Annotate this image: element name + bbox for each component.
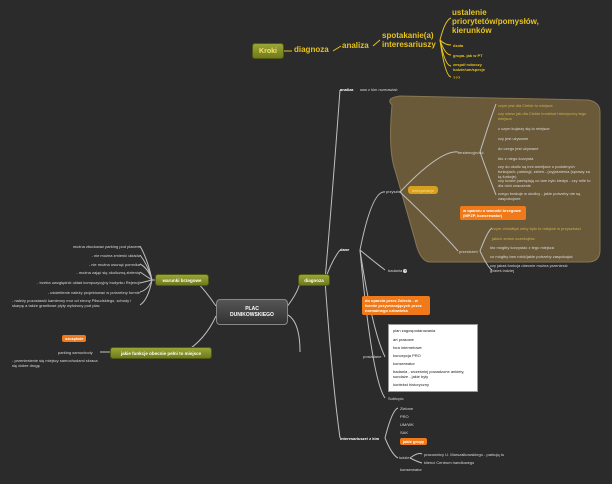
callout-warunki[interactable]: w oparciu o warunki brzegowe (MPZP, kons…: [460, 206, 526, 220]
condition-item: - należy pozostawić kamienny mur od stro…: [12, 298, 132, 308]
diagnoza-node[interactable]: diagnoza: [298, 274, 330, 286]
header-ustalenie-1[interactable]: ustalenie: [452, 8, 487, 17]
tendencyjnosc-node[interactable]: tendencyjność: [458, 150, 484, 155]
future-item: czym chciałbyś żeby było to miejsce w pr…: [492, 226, 581, 231]
question-item: kto z niego korzysta: [498, 156, 534, 161]
central-line-2: DUNIKOWSKIEGO: [230, 312, 274, 318]
ludzie-item: pracownicy U. Marszałkowskiego - parkują…: [424, 452, 505, 457]
stakeholder-item: Zielone: [400, 406, 414, 411]
dane-node[interactable]: dane: [340, 247, 350, 252]
interesariusze-node[interactable]: interesariusze/ z kim: [340, 436, 380, 441]
question-item: do czego jest używane: [498, 146, 539, 151]
parking-child: - przeniesienie się miejscy samochodami …: [12, 358, 98, 368]
question-item: czy ludzie pamiętają co tam było kiedyś …: [498, 178, 591, 188]
condition-item: - uświetlenie należy projektować w potrz…: [47, 290, 140, 295]
condition-item: - nie można zmienić układu: [91, 253, 140, 258]
posiadane-list: plan zagospodarowania art prasowe fora i…: [388, 324, 478, 392]
posiadane-item: kontekst historyczny: [393, 382, 430, 387]
parking-node[interactable]: parking samochody: [58, 350, 93, 355]
question-item: czego brakuje w okolicy - jakie potrzeby…: [498, 191, 581, 201]
kroki-node[interactable]: Kroki: [252, 43, 284, 59]
ludzie-item: klienci Centrum handlowego: [424, 460, 475, 465]
callout-jakie-grupy[interactable]: jakie grupy: [400, 438, 428, 445]
header-sub-item: grupa- jak w PT: [453, 53, 483, 58]
header-ustalenie-2[interactable]: priorytetów/pomysłów,: [452, 17, 539, 26]
posiadane-item: art prasowe: [393, 337, 414, 342]
plus-icon[interactable]: +: [403, 268, 408, 273]
condition-item: można zbudować parking pod placem: [72, 244, 140, 249]
posiadane-item: fora internetowe: [393, 345, 422, 350]
posiadane-item: badania - wcześniej powadzone ankiety, s…: [393, 369, 465, 379]
future-item: jakich zmian oczekujesz: [492, 236, 535, 241]
analiza-node[interactable]: analiza: [340, 87, 354, 92]
stakeholder-item: PRO: [400, 414, 409, 419]
question-item: czy wiesz jak dla Ciebie kontekst histor…: [498, 111, 587, 121]
question-item: czym jest dla Ciebie to miejsce: [498, 103, 553, 108]
header-analiza[interactable]: analiza: [342, 41, 369, 50]
central-topic[interactable]: PLAC DUNIKOWSKIEGO: [216, 299, 288, 325]
future-item: czy jakaś funkcja obecnie można przenies…: [490, 263, 568, 273]
condition-item: - trzeba uwzględnić układ kompozycyjny b…: [37, 280, 140, 285]
callout-szczescie[interactable]: szczęście: [62, 335, 87, 342]
badania-node[interactable]: badania +: [388, 268, 408, 273]
header-sub-item: dzoła: [453, 43, 464, 48]
subtopic-node[interactable]: Subtopic: [388, 396, 404, 401]
konserwator-node[interactable]: konserwator: [400, 467, 422, 472]
callout-zalecia[interactable]: do oparcia przez Zalecia - w formie przy…: [362, 296, 430, 315]
condition-item: - można zająć się okoliczną zielenią: [76, 270, 140, 275]
ludzie-node[interactable]: ludzie: [399, 455, 410, 460]
warunki-node[interactable]: warunki brzegowe: [155, 274, 209, 286]
condition-item: - nie można usunąć pomnika: [88, 262, 140, 267]
posiadane-item: plan zagospodarowania: [393, 328, 436, 333]
header-diagnoza[interactable]: diagnoza: [294, 45, 329, 54]
questions-cloud: [389, 95, 601, 263]
future-item: kto mógłby korzystać z tego miejsca: [490, 245, 555, 250]
stakeholder-item: SAK: [400, 430, 409, 435]
header-spotkanie-2[interactable]: interesariuszy: [382, 40, 436, 49]
przestrzen-node[interactable]: przestrzeń: [459, 249, 478, 254]
posiadane-item: konserwator: [393, 361, 415, 366]
badania-label: badania: [388, 268, 403, 273]
posiadane-item: koncepcja PRO: [393, 353, 421, 358]
question-item: czy jest używane: [498, 136, 529, 141]
funkcje-node[interactable]: jakie funkcje obecnie pełni to miejsce: [110, 347, 212, 359]
header-spotkanie-1[interactable]: spotakanie(a): [382, 31, 434, 40]
future-item: co mógłby tam robić/jakie potrzeby zaspo…: [490, 254, 573, 259]
header-sub-item: zespół roboczy ludzie/um/specje: [453, 62, 486, 72]
header-ustalenie-3[interactable]: kierunków: [452, 26, 492, 35]
stakeholder-item: UM/WK: [400, 422, 414, 427]
question-item: czy do okolic są inni ameljace o podobny…: [498, 164, 590, 179]
central-line-1: PLAC: [245, 306, 259, 312]
posiadane-node[interactable]: posiadane: [363, 354, 382, 359]
analiza-child: z kim rozmawiać: [368, 87, 398, 92]
header-sub-item: ???: [453, 75, 461, 80]
question-item: z czym kojarzy się to miejsce: [498, 126, 550, 131]
interpelacje-node[interactable]: interpelacje: [408, 186, 438, 194]
przyszle-node[interactable]: przyszle: [386, 189, 401, 194]
